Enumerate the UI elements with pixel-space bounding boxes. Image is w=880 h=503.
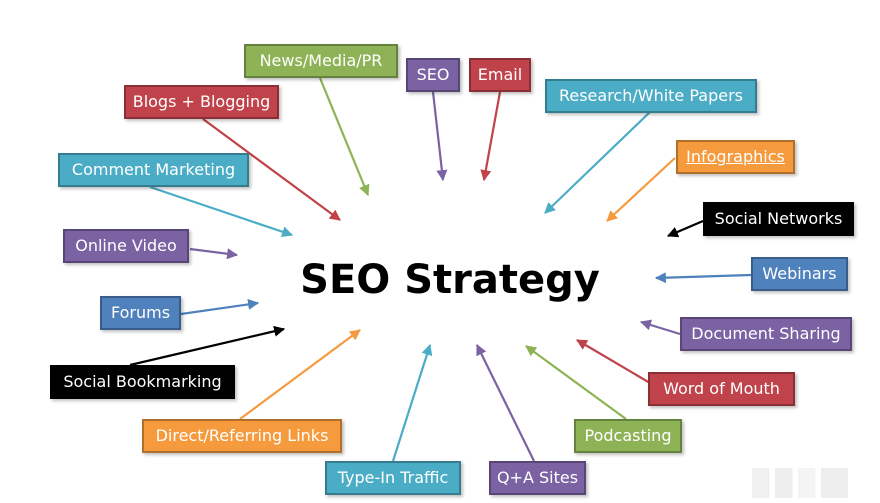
node-label: Word of Mouth bbox=[663, 379, 780, 398]
node-direct-referring-links: Direct/Referring Links bbox=[142, 419, 342, 453]
node-label: Comment Marketing bbox=[71, 160, 236, 179]
node-research-white-papers: Research/White Papers bbox=[545, 79, 757, 113]
arrow-social-bookmarking bbox=[129, 325, 286, 367]
node-forums: Forums bbox=[100, 296, 181, 330]
node-label: Research/White Papers bbox=[558, 86, 744, 105]
arrow-email bbox=[480, 91, 502, 182]
node-label: Online Video bbox=[75, 236, 177, 255]
arrow-seo bbox=[431, 91, 448, 182]
node-type-in-traffic: Type-In Traffic bbox=[325, 461, 461, 495]
arrow-comment-marketing bbox=[149, 185, 294, 238]
arrow-word-of-mouth bbox=[576, 339, 651, 384]
node-qa-sites: Q+A Sites bbox=[489, 461, 586, 495]
node-comment-marketing: Comment Marketing bbox=[58, 153, 249, 187]
arrow-webinars bbox=[654, 272, 752, 284]
node-blogs-blogging: Blogs + Blogging bbox=[124, 85, 279, 119]
node-label: Forums bbox=[110, 303, 171, 322]
node-label: Type-In Traffic bbox=[337, 468, 449, 487]
node-infographics: Infographics bbox=[676, 140, 795, 174]
arrow-infographics bbox=[606, 157, 676, 222]
arrow-forums bbox=[180, 298, 260, 316]
node-document-sharing: Document Sharing bbox=[680, 317, 852, 351]
watermark bbox=[752, 468, 848, 498]
node-label: Blogs + Blogging bbox=[132, 92, 271, 111]
arrow-news-media-pr bbox=[318, 77, 370, 197]
arrow-document-sharing bbox=[639, 319, 681, 336]
node-label: Infographics bbox=[686, 147, 785, 166]
arrow-direct-referring-links bbox=[239, 329, 361, 420]
node-podcasting: Podcasting bbox=[574, 419, 682, 453]
arrow-qa-sites bbox=[476, 344, 535, 462]
node-label: Social Networks bbox=[714, 209, 843, 228]
arrow-research-white-papers bbox=[544, 111, 651, 214]
node-label: SEO bbox=[416, 65, 450, 84]
node-social-bookmarking: Social Bookmarking bbox=[50, 365, 235, 399]
node-label: Q+A Sites bbox=[496, 468, 579, 487]
node-news-media-pr: News/Media/PR bbox=[244, 44, 398, 78]
node-label: Webinars bbox=[762, 264, 837, 283]
node-label: Podcasting bbox=[584, 426, 672, 445]
node-email: Email bbox=[469, 58, 531, 92]
node-social-networks: Social Networks bbox=[703, 202, 854, 236]
node-label: News/Media/PR bbox=[259, 51, 383, 70]
node-word-of-mouth: Word of Mouth bbox=[648, 372, 795, 406]
node-webinars: Webinars bbox=[751, 257, 848, 291]
node-label: Document Sharing bbox=[691, 324, 841, 343]
node-label: Direct/Referring Links bbox=[155, 426, 329, 445]
arrow-social-networks bbox=[666, 219, 704, 238]
arrow-podcasting bbox=[525, 345, 627, 420]
center-title: SEO Strategy bbox=[300, 257, 600, 303]
node-seo: SEO bbox=[406, 58, 460, 92]
node-label: Social Bookmarking bbox=[63, 372, 222, 391]
arrow-type-in-traffic bbox=[391, 343, 433, 462]
arrow-online-video bbox=[189, 247, 239, 260]
node-online-video: Online Video bbox=[63, 229, 189, 263]
node-label: Email bbox=[477, 65, 523, 84]
